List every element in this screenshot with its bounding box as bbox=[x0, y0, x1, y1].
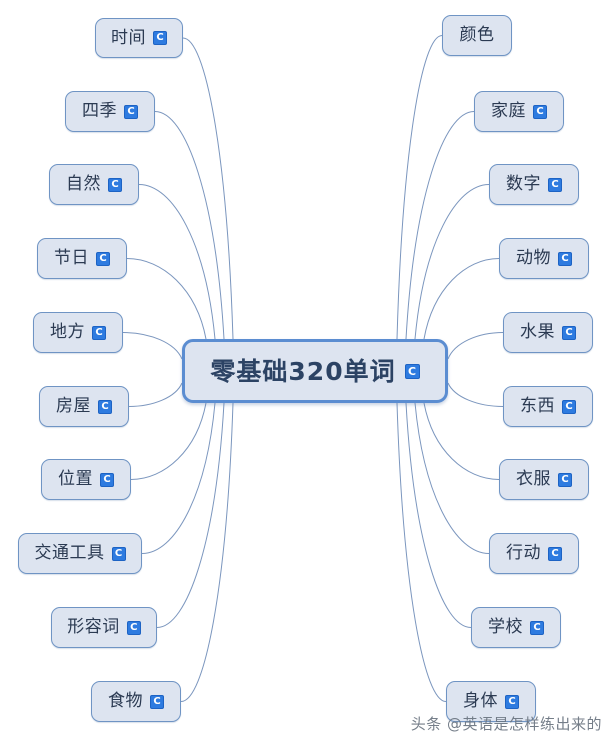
branch-node[interactable]: 数字 C bbox=[489, 164, 579, 205]
branch-node-label: 房屋 bbox=[56, 396, 91, 416]
connector-curve bbox=[396, 35, 443, 340]
c-badge-icon: C bbox=[111, 546, 126, 561]
branch-node-label: 四季 bbox=[82, 101, 117, 121]
connector-curve bbox=[414, 184, 490, 340]
c-badge-icon: C bbox=[126, 620, 141, 635]
branch-node[interactable]: 房屋 C bbox=[39, 386, 129, 427]
watermark-text: 头条 @英语是怎样练出来的 bbox=[410, 715, 602, 733]
connector-curve bbox=[405, 402, 472, 628]
branch-node[interactable]: 行动 C bbox=[489, 533, 579, 574]
c-badge-icon: C bbox=[108, 177, 122, 192]
connector-curve bbox=[447, 332, 504, 360]
branch-node-label: 行动 bbox=[506, 543, 541, 563]
c-badge-icon: C bbox=[98, 399, 112, 414]
branch-node[interactable]: 地方 C bbox=[33, 312, 123, 353]
c-badge-icon: C bbox=[558, 251, 572, 266]
c-badge-icon: C bbox=[562, 399, 576, 414]
connector-curve bbox=[126, 258, 207, 340]
central-topic-label: 零基础320单词 bbox=[210, 356, 396, 386]
branch-node[interactable]: 衣服 C bbox=[499, 459, 589, 500]
connector-curve bbox=[122, 332, 183, 360]
branch-node-label: 节日 bbox=[54, 248, 89, 268]
connector-curve bbox=[128, 382, 183, 407]
branch-node-label: 身体 bbox=[463, 691, 498, 711]
branch-node[interactable]: 食物 C bbox=[91, 681, 181, 722]
connector-curve bbox=[447, 382, 504, 407]
branch-node[interactable]: 水果 C bbox=[503, 312, 593, 353]
branch-node-label: 学校 bbox=[488, 617, 523, 637]
branch-node[interactable]: 动物 C bbox=[499, 238, 589, 279]
connector-curve bbox=[423, 402, 500, 480]
branch-node[interactable]: 颜色 bbox=[442, 15, 512, 56]
c-badge-icon: C bbox=[92, 325, 106, 340]
connector-curve bbox=[180, 402, 234, 702]
branch-node-label: 颜色 bbox=[459, 25, 495, 45]
connector-curve bbox=[182, 37, 234, 340]
connector-curve bbox=[154, 111, 225, 340]
c-badge-icon: C bbox=[124, 104, 138, 119]
branch-node[interactable]: 东西 C bbox=[503, 386, 593, 427]
branch-node-label: 衣服 bbox=[516, 469, 551, 489]
c-badge-icon: C bbox=[533, 104, 547, 119]
connector-curve bbox=[156, 402, 225, 628]
branch-node-label: 自然 bbox=[66, 174, 101, 194]
branch-node[interactable]: 节日 C bbox=[37, 238, 127, 279]
branch-node-label: 形容词 bbox=[67, 617, 120, 637]
branch-node[interactable]: 时间 C bbox=[95, 18, 183, 58]
c-badge-icon: C bbox=[548, 177, 562, 192]
c-badge-icon: C bbox=[96, 251, 110, 266]
c-badge-icon: C bbox=[404, 363, 420, 379]
c-badge-icon: C bbox=[558, 472, 572, 487]
branch-node[interactable]: 交通工具 C bbox=[18, 533, 142, 574]
branch-node-label: 水果 bbox=[520, 322, 555, 342]
branch-node-label: 时间 bbox=[111, 27, 146, 48]
c-badge-icon: C bbox=[150, 694, 164, 709]
c-badge-icon: C bbox=[562, 325, 576, 340]
branch-node[interactable]: 身体 C bbox=[446, 681, 536, 722]
connector-curve bbox=[414, 402, 490, 554]
branch-node-label: 家庭 bbox=[491, 101, 526, 121]
branch-node-label: 位置 bbox=[58, 469, 93, 489]
connector-curve bbox=[130, 402, 207, 480]
connector-curve bbox=[396, 402, 447, 702]
branch-node-label: 交通工具 bbox=[34, 543, 105, 563]
connector-curve bbox=[141, 402, 216, 554]
c-badge-icon: C bbox=[100, 472, 114, 487]
branch-node-label: 食物 bbox=[108, 691, 143, 711]
branch-node[interactable]: 形容词 C bbox=[51, 607, 157, 648]
connector-curve bbox=[423, 258, 500, 340]
branch-node[interactable]: 家庭 C bbox=[474, 91, 564, 132]
branch-node[interactable]: 学校 C bbox=[471, 607, 561, 648]
c-badge-icon: C bbox=[530, 620, 544, 635]
branch-node[interactable]: 位置 C bbox=[41, 459, 131, 500]
branch-node-label: 东西 bbox=[520, 396, 555, 416]
c-badge-icon: C bbox=[505, 694, 519, 709]
branch-node-label: 数字 bbox=[506, 174, 541, 194]
c-badge-icon: C bbox=[548, 546, 562, 561]
branch-node-label: 地方 bbox=[50, 322, 85, 342]
branch-node[interactable]: 自然 C bbox=[49, 164, 139, 205]
central-topic-node[interactable]: 零基础320单词 C bbox=[182, 339, 448, 403]
connector-curve bbox=[405, 111, 475, 340]
connector-curve bbox=[138, 184, 216, 340]
c-badge-icon: C bbox=[153, 31, 167, 45]
branch-node-label: 动物 bbox=[516, 248, 551, 268]
branch-node[interactable]: 四季 C bbox=[65, 91, 155, 132]
